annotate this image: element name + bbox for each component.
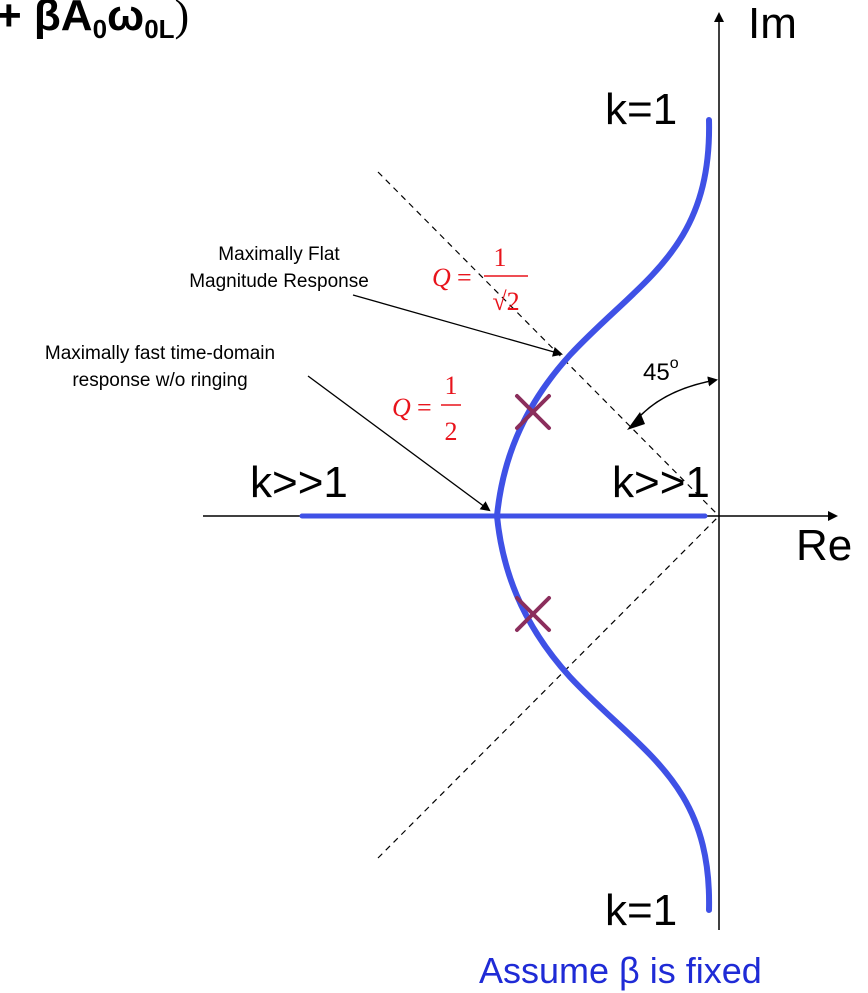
pole-lower-marker <box>515 596 551 632</box>
fast-annotation-line1: Maximally fast time-domain <box>45 343 275 364</box>
imag-axis-label: Im <box>748 0 797 48</box>
k-label-right-real: k>>1 <box>612 458 710 507</box>
svg-text:√2: √2 <box>492 287 519 316</box>
title-fragment: + βA0ω0L) <box>0 0 189 44</box>
real-axis-label: Re <box>796 521 852 570</box>
svg-text:2: 2 <box>445 417 458 446</box>
flat-annotation-line2: Magnitude Response <box>189 271 369 292</box>
flat-annotation-arrow <box>352 294 563 357</box>
svg-text:1: 1 <box>494 243 507 272</box>
svg-text:Q: Q <box>392 393 411 422</box>
pole-upper-marker <box>515 394 551 430</box>
q-flat-label: Q = 1 √2 <box>432 243 528 316</box>
dashed-line-upper <box>377 171 720 517</box>
svg-text:Q: Q <box>432 263 451 292</box>
angle-arc-arrow <box>632 376 718 425</box>
svg-text:=: = <box>417 393 432 422</box>
svg-text:1: 1 <box>445 371 458 400</box>
k-label-left-real: k>>1 <box>250 458 348 507</box>
angle-arc-start-arrowhead <box>627 412 645 430</box>
fast-annotation-line2: response w/o ringing <box>72 370 247 391</box>
flat-annotation-line1: Maximally Flat <box>218 244 340 265</box>
angle-label: 45o <box>643 355 679 386</box>
footnote-assume-beta-fixed: Assume β is fixed <box>479 950 762 991</box>
q-fast-label: Q = 1 2 <box>392 371 461 446</box>
k-label-top: k=1 <box>605 85 677 134</box>
svg-text:=: = <box>457 263 472 292</box>
dashed-line-lower <box>377 515 720 859</box>
locus-complex-branch <box>493 117 713 913</box>
k-label-bottom: k=1 <box>605 886 677 935</box>
fast-annotation-arrow <box>307 375 491 512</box>
